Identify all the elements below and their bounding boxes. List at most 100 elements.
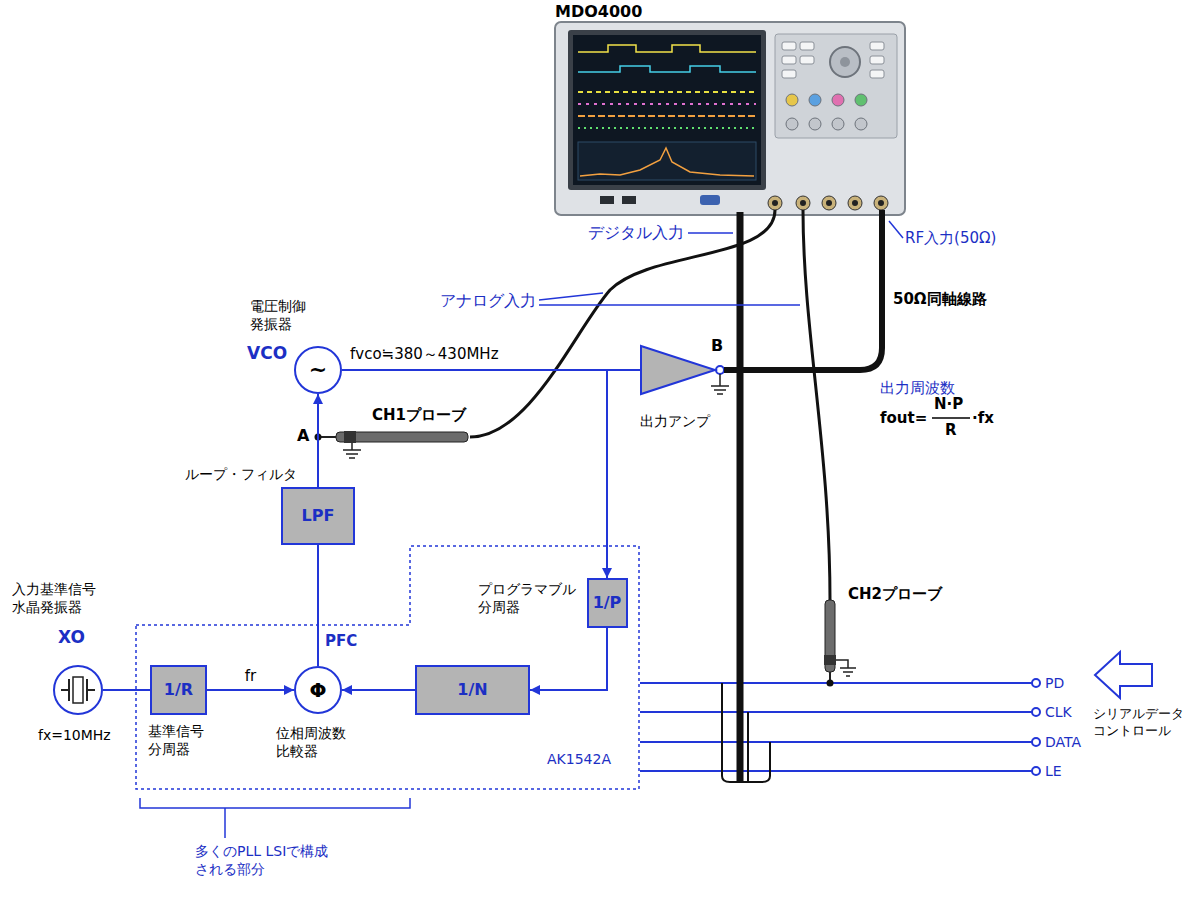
oscilloscope-part [622, 196, 636, 204]
model-name: MDO4000 [555, 2, 642, 23]
pin-name: LE [1045, 762, 1062, 780]
box-text: 1/P [587, 578, 628, 628]
serial-pin-lines-part [640, 711, 1032, 713]
leader-lines-part [224, 808, 226, 838]
formula-denominator: R [945, 421, 957, 441]
formula-part: ·fx [972, 409, 994, 429]
node-name: PFC [325, 632, 357, 652]
oscilloscope-part [848, 196, 862, 210]
oscilloscope-part [852, 200, 858, 206]
oscilloscope-part [870, 56, 884, 64]
point-name: A [297, 426, 309, 447]
leader-lines-part [539, 304, 800, 306]
cables-part [470, 210, 775, 437]
node-heading: 電圧制御 発振器 [250, 297, 312, 333]
serial-pin-lines-part [640, 682, 1032, 684]
oscilloscope-part [830, 47, 860, 77]
input-label: RF入力(50Ω) [905, 229, 996, 249]
amplifier-triangle [640, 345, 716, 395]
serial-pin-lines-part [1032, 738, 1040, 746]
frequency-range: fvco≒380～430MHz [350, 345, 499, 365]
signal-name: fr [243, 667, 258, 687]
oscilloscope-part [578, 115, 756, 117]
oscillator-symbol: ~ [294, 346, 342, 394]
oscilloscope-part [578, 142, 756, 180]
pin-name: PD [1045, 674, 1064, 692]
serial-pin-lines [640, 679, 1040, 775]
shape-outline [640, 345, 716, 395]
signal-line [207, 689, 294, 691]
oscilloscope-part [578, 45, 756, 52]
oscilloscope-part [782, 42, 796, 50]
serial-pin-lines-part [640, 741, 1032, 743]
divider-p-node: 1/P [587, 578, 628, 628]
divider-n-node: 1/N [415, 665, 530, 715]
oscilloscope-part [782, 56, 796, 64]
oscilloscope-part [782, 70, 796, 78]
oscilloscope-part [832, 118, 844, 130]
probe-label: CH2プローブ [848, 585, 942, 605]
lpf-node: ループ・フィルタLPF [185, 463, 357, 547]
oscilloscope-part [855, 94, 867, 106]
ch1-probe-part [343, 443, 361, 458]
lsi-note: 多くのPLL LSIで構成 される部分 [195, 842, 345, 878]
xo-node: 入力基準信号 水晶発振器XO [10, 578, 125, 718]
node-heading: ループ・フィルタ [185, 465, 297, 483]
oscilloscope-part [800, 56, 814, 64]
formula-numerator: N·P [934, 395, 963, 415]
serial-pin-lines-part [1032, 679, 1040, 687]
node-heading: 基準信号 分周器 [148, 722, 210, 758]
cables-part [737, 212, 744, 782]
oscilloscope-part [600, 196, 614, 204]
serial-pin-lines-part [1032, 708, 1040, 716]
signal-line [342, 689, 415, 691]
node-heading: 出力アンプ [640, 412, 710, 430]
shape-outline [53, 665, 103, 715]
control-note: シリアルデータ コントロール [1093, 706, 1188, 740]
oscilloscope-part [786, 118, 798, 130]
ch2-probe [824, 600, 856, 687]
input-label: デジタル入力 [588, 223, 684, 244]
signal-line [317, 394, 319, 487]
oscilloscope-part [573, 35, 761, 185]
ch1-probe-part [344, 431, 356, 443]
pin-name: DATA [1045, 733, 1081, 751]
fraction-bar-part [932, 417, 970, 419]
leader-lines-part [889, 221, 903, 238]
input-label: アナログ入力 [440, 291, 536, 312]
ch2-probe-part [824, 655, 836, 665]
formula-part: fout= [880, 409, 927, 429]
oscilloscope-part [870, 70, 884, 78]
signal-line [317, 545, 319, 666]
serial-pin-lines-part [640, 770, 1032, 772]
cables-part [724, 210, 882, 370]
signal-line [103, 689, 150, 691]
ch2-probe-part [827, 680, 834, 687]
signal-line [342, 370, 607, 578]
pin-name: CLK [1045, 703, 1072, 721]
phi-symbol: Φ [294, 666, 342, 714]
oscilloscope-part [772, 200, 778, 206]
divider-r-node: 1/R基準信号 分周器 [145, 665, 215, 765]
oscilloscope-part [800, 42, 814, 50]
vco-node: 電圧制御 発振器VCO~ [245, 297, 345, 397]
leader-lines [140, 221, 903, 838]
oscilloscope-part [809, 118, 821, 130]
fraction-bar [932, 418, 970, 419]
node-heading: 入力基準信号 水晶発振器 [12, 580, 102, 616]
oscilloscope-part [786, 94, 798, 106]
chip-name: AK1542A [547, 750, 611, 768]
oscilloscope-part [822, 196, 836, 210]
box-text: 1/N [415, 665, 530, 715]
cables-part [747, 712, 749, 782]
ch2-probe-part [836, 660, 856, 676]
oscilloscope-part [874, 196, 888, 210]
oscilloscope-part [768, 196, 782, 210]
oscilloscope-part [796, 196, 810, 210]
cables-part [722, 683, 770, 782]
serial-pin-lines-part [1032, 767, 1040, 775]
oscilloscope-part [555, 22, 905, 215]
ch1-probe-part [336, 432, 468, 442]
